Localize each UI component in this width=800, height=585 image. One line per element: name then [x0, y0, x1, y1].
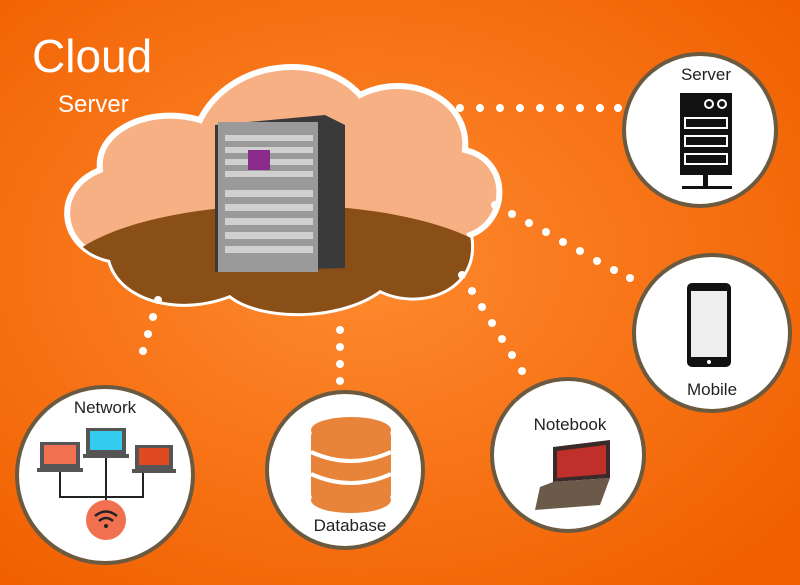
node-server-label: Server [681, 65, 731, 84]
node-mobile-label: Mobile [687, 380, 737, 399]
connector-dots [139, 104, 634, 385]
node-network[interactable]: Network [15, 385, 195, 565]
node-database-label: Database [314, 516, 387, 535]
node-database[interactable]: Database [265, 390, 425, 550]
server-tower-image [215, 115, 345, 272]
laptop-icon [535, 440, 610, 510]
connector-database [336, 326, 344, 385]
title: Cloud [32, 30, 152, 82]
node-mobile[interactable]: Mobile [632, 253, 792, 413]
connector-mobile [491, 201, 634, 282]
node-server[interactable]: Server [622, 52, 778, 208]
node-notebook-label: Notebook [534, 415, 607, 434]
subtitle: Server [58, 91, 129, 118]
mobile-phone-icon [687, 283, 731, 367]
connector-notebook [458, 271, 526, 375]
connector-server [456, 104, 622, 112]
node-network-label: Network [74, 398, 137, 417]
wifi-icon [86, 500, 126, 540]
network-laptops-icon [37, 428, 176, 505]
connector-network [139, 296, 162, 355]
node-notebook[interactable]: Notebook [490, 377, 646, 533]
database-icon [310, 417, 392, 513]
server-icon [680, 93, 732, 189]
